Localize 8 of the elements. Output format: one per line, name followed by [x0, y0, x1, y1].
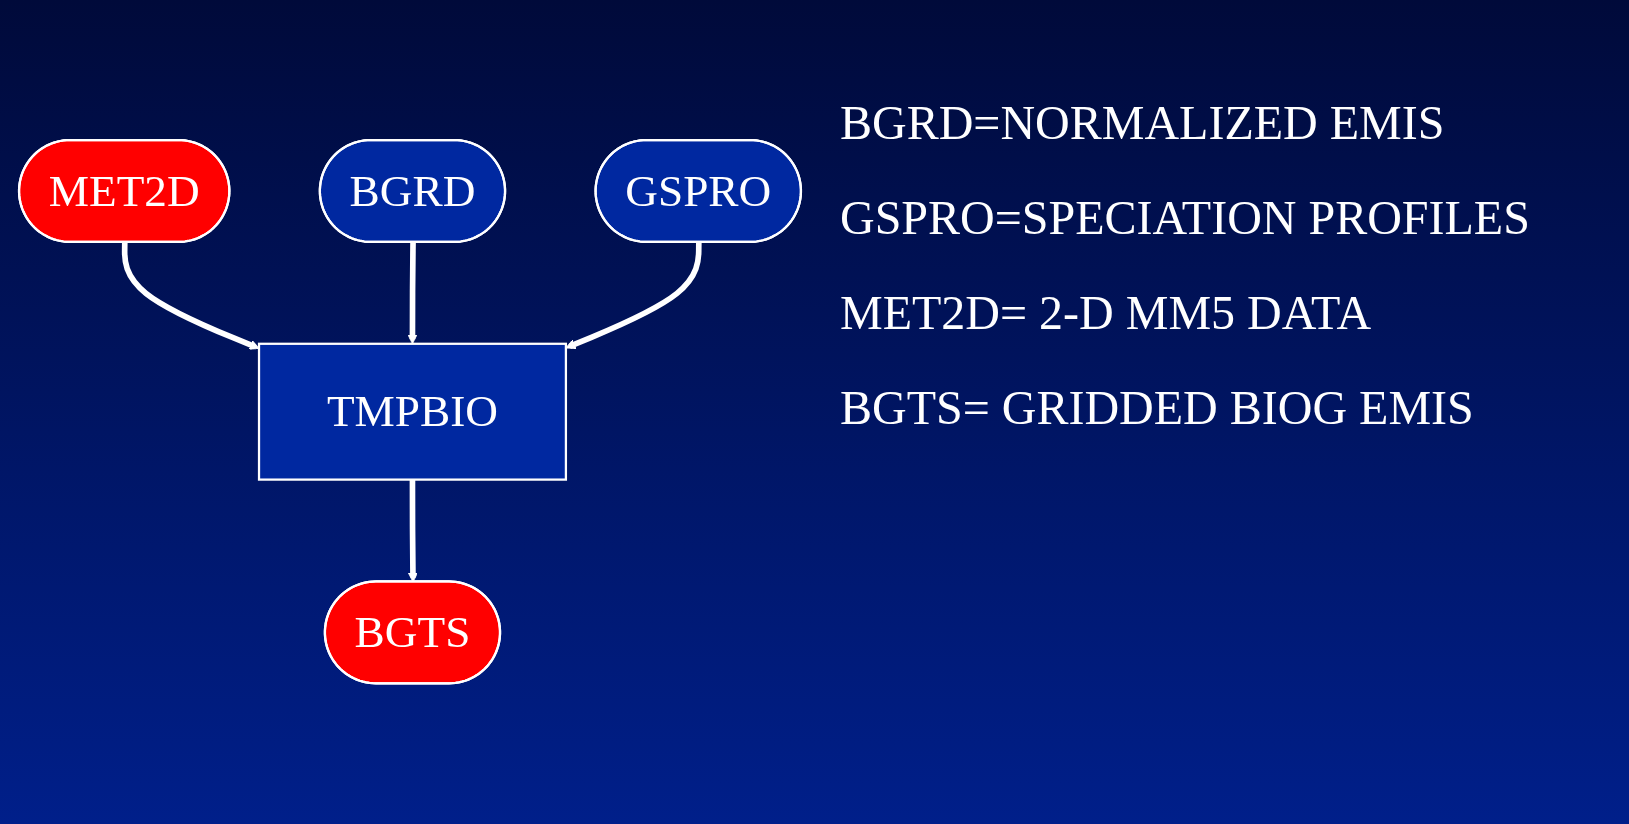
arrow — [121, 242, 260, 350]
note-text: MET2D= 2-D MM5 DATA — [840, 285, 1373, 340]
arrow — [565, 242, 702, 350]
arrow — [407, 242, 418, 345]
node-box: TMPBIO — [257, 342, 568, 482]
note-text: GSPRO=SPECIATION PROFILES — [840, 190, 1530, 245]
note-text: BGTS= GRIDDED BIOG EMIS — [840, 380, 1475, 435]
note-text: BGRD=NORMALIZED EMIS — [840, 95, 1446, 150]
